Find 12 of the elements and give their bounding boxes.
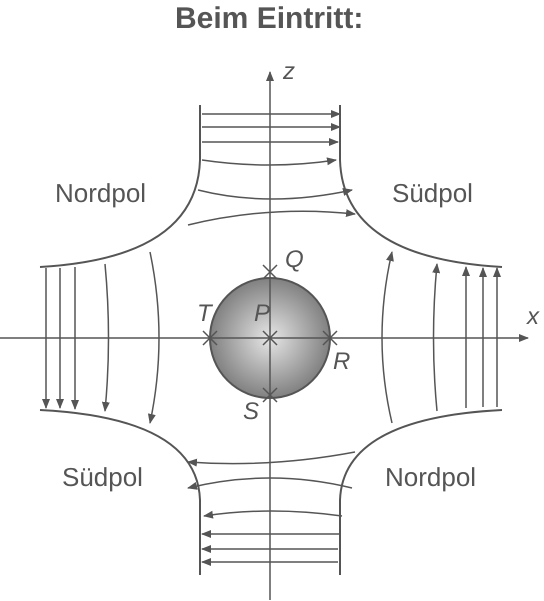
point-label: T — [197, 302, 212, 326]
point-label: Q — [285, 248, 304, 272]
pole-label: Nordpol — [55, 180, 146, 206]
pole-label: Südpol — [62, 464, 143, 490]
axis-label: x — [527, 305, 539, 329]
point-label: P — [254, 302, 270, 326]
title: Beim Eintritt: — [175, 4, 364, 34]
pole-label: Nordpol — [385, 464, 476, 490]
point-label: S — [243, 400, 260, 424]
axis-label: z — [283, 60, 295, 84]
pole-label: Südpol — [392, 180, 473, 206]
point-label: R — [333, 350, 350, 374]
